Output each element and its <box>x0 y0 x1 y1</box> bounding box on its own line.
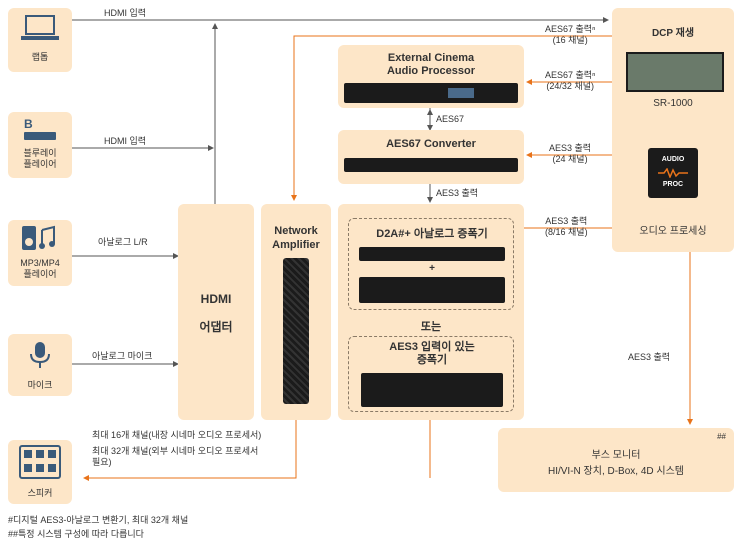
source-label: 마이크 <box>27 380 53 390</box>
aes3-816-label: AES3 출력 (8/16 채널) <box>545 216 588 237</box>
eca-processor: External Cinema Audio Processor <box>338 45 524 108</box>
aes3-24-label: AES3 출력 (24 채널) <box>549 143 592 164</box>
aes67-16-label: AES67 출력ⁿ (16 채널) <box>545 24 596 45</box>
analog-amp-device <box>359 277 505 303</box>
source-label: MP3/MP4 플레이어 <box>20 258 60 279</box>
dcp-model: SR-1000 <box>653 98 693 109</box>
d2a-title: D2A#+ 아날로그 증폭기 <box>376 228 488 240</box>
network-amplifier: Network Amplifier <box>261 204 331 420</box>
booth-line1: 부스 모니터 <box>591 450 641 461</box>
chip-line2: PROC <box>662 181 684 188</box>
aes67-converter-device <box>344 158 518 172</box>
d2a-option: D2A#+ 아날로그 증폭기 + <box>348 218 514 310</box>
source-label: 랩톱 <box>31 52 49 62</box>
waveform-icon <box>658 168 688 178</box>
chip-line1: AUDIO <box>661 156 685 163</box>
signal-label: 아날로그 마이크 <box>92 351 153 361</box>
booth-marker: ## <box>717 432 726 441</box>
aes3-amp-device <box>361 373 503 407</box>
source-mp3: MP3/MP4 플레이어 <box>8 220 72 286</box>
eca-title: External Cinema Audio Processor <box>386 52 476 77</box>
music-player-icon <box>22 225 55 250</box>
signal-label: 아날로그 L/R <box>98 237 148 247</box>
booth-monitor: ## 부스 모니터 HI/VI-N 장치, D-Box, 4D 시스템 <box>498 428 734 492</box>
dcp-title: DCP 재생 <box>651 28 695 39</box>
d2a-group: D2A#+ 아날로그 증폭기 + 또는 AES3 입력이 있는 증폭기 <box>338 204 524 420</box>
aes67-2432-label: AES67 출력ⁿ (24/32 채널) <box>545 70 596 91</box>
aes3-out-label: AES3 출력 <box>436 188 479 198</box>
audio-proc-chip: AUDIO PROC <box>648 148 698 198</box>
speaker-note-32: 최대 32개 채널(외부 시네마 오디오 프로세서 필요) <box>92 446 259 467</box>
aes67-converter: AES67 Converter <box>338 130 524 184</box>
source-label: 블루레이 플레이어 <box>23 148 57 169</box>
bluray-icon: B <box>24 117 56 140</box>
speaker-label: 스피커 <box>27 488 53 498</box>
speaker-note-16: 최대 16개 채널(내장 시네마 오디오 프로세서) <box>92 430 262 440</box>
signal-label: HDMI 입력 <box>104 8 147 18</box>
aes3-monitor-label: AES3 출력 <box>628 352 671 362</box>
amplifier-title: Network Amplifier <box>272 225 320 251</box>
aes3-amp-option: AES3 입력이 있는 증폭기 <box>348 336 514 412</box>
d2a-device <box>359 247 505 261</box>
dcp-block: DCP 재생 SR-1000 AUDIO PROC 오디오 프로세싱 <box>612 8 734 252</box>
plus-sign: + <box>429 263 435 274</box>
speaker-array-icon <box>19 445 61 479</box>
signal-label: HDMI 입력 <box>104 136 147 146</box>
aes3-amp-title: AES3 입력이 있는 증폭기 <box>389 341 475 366</box>
hdmi-adapter-line1: HDMI <box>200 292 232 306</box>
booth-line2: HI/VI-N 장치, D-Box, 4D 시스템 <box>547 466 684 477</box>
audio-proc-label: 오디오 프로세싱 <box>639 226 707 237</box>
eca-device <box>344 83 518 103</box>
sr1000-device <box>626 52 724 92</box>
or-label: 또는 <box>420 321 442 333</box>
footnote-2: ##특정 시스템 구성에 따라 다릅니다 <box>8 529 144 539</box>
speaker-block: 스피커 <box>8 440 72 504</box>
laptop-icon <box>21 15 59 40</box>
svg-text:B: B <box>24 117 33 131</box>
source-bluray: B 블루레이 플레이어 <box>8 112 72 178</box>
hdmi-adapter-line2: 어댑터 <box>199 320 233 334</box>
footnote-1: #디지털 AES3-아날로그 변환기, 최대 32개 채널 <box>8 515 189 525</box>
source-mic: 마이크 <box>8 334 72 396</box>
aes67-converter-title: AES67 Converter <box>386 138 476 150</box>
amplifier-device <box>283 258 309 404</box>
microphone-icon <box>30 342 50 368</box>
source-laptop: 랩톱 <box>8 8 72 72</box>
aes67-link-label: AES67 <box>436 114 465 124</box>
hdmi-adapter: HDMI 어댑터 <box>178 204 254 420</box>
